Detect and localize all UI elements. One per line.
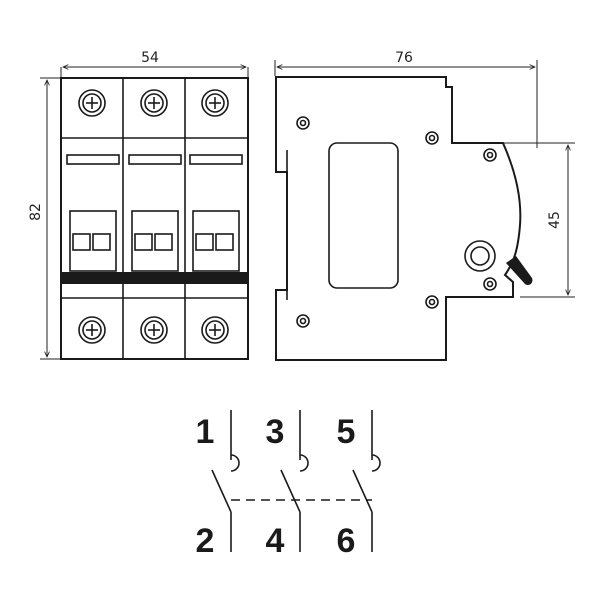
toggle-housing <box>192 210 240 272</box>
indicator-window <box>72 233 91 251</box>
rivet-icon <box>296 314 310 328</box>
terminal-screw-icon <box>140 316 168 344</box>
indicator-window <box>215 233 234 251</box>
schematic-pole-2: 3 4 <box>266 410 309 560</box>
front-height-label: 82 <box>28 203 44 221</box>
terminal-screw-icon <box>201 316 229 344</box>
schematic-pole-3: 5 6 <box>337 410 381 560</box>
toggle-lever <box>506 256 533 286</box>
terminal-screw-icon <box>140 89 168 117</box>
front-width-label: 54 <box>141 50 159 66</box>
terminal-screw-icon <box>78 89 106 117</box>
front-width-dimension: 54 <box>60 50 249 78</box>
label-slot <box>128 154 182 165</box>
side-front-height-dimension: 45 <box>503 142 575 298</box>
schematic-pole-1: 1 2 <box>196 410 240 560</box>
side-front-height-label: 45 <box>547 211 563 229</box>
breaker-front-body <box>60 77 249 360</box>
schematic: 1 2 3 4 5 6 <box>196 410 381 560</box>
indicator-window <box>92 233 111 251</box>
side-depth-label: 76 <box>395 50 413 66</box>
toggle-housing <box>69 210 117 272</box>
indicator-window <box>195 233 214 251</box>
terminal-label-bottom: 2 <box>196 522 215 560</box>
indicator-window <box>134 233 153 251</box>
rivet-icon <box>483 148 497 162</box>
pivot-icon <box>464 240 496 272</box>
rivet-icon <box>296 116 310 130</box>
terminal-label-top: 3 <box>266 413 285 451</box>
label-slot <box>66 154 120 165</box>
side-depth-dimension: 76 <box>274 50 538 148</box>
front-view: 54 82 <box>28 50 249 360</box>
terminal-screw-icon <box>78 316 106 344</box>
terminal-label-bottom: 4 <box>266 522 285 560</box>
side-view: 76 45 <box>274 50 575 361</box>
rivet-icon <box>483 277 497 291</box>
rivet-icon <box>425 131 439 145</box>
rivet-icon <box>425 295 439 309</box>
terminal-screw-icon <box>201 89 229 117</box>
terminal-label-top: 5 <box>337 413 356 451</box>
side-window <box>328 142 399 289</box>
label-slot <box>189 154 243 165</box>
pole-1 <box>66 89 120 344</box>
pole-2 <box>128 89 182 344</box>
terminal-label-top: 1 <box>196 413 215 451</box>
pole-3 <box>189 89 243 344</box>
toggle-housing <box>131 210 179 272</box>
indicator-window <box>154 233 173 251</box>
toggle-bar <box>61 272 248 284</box>
terminal-label-bottom: 6 <box>337 522 356 560</box>
front-height-dimension: 82 <box>28 77 60 360</box>
